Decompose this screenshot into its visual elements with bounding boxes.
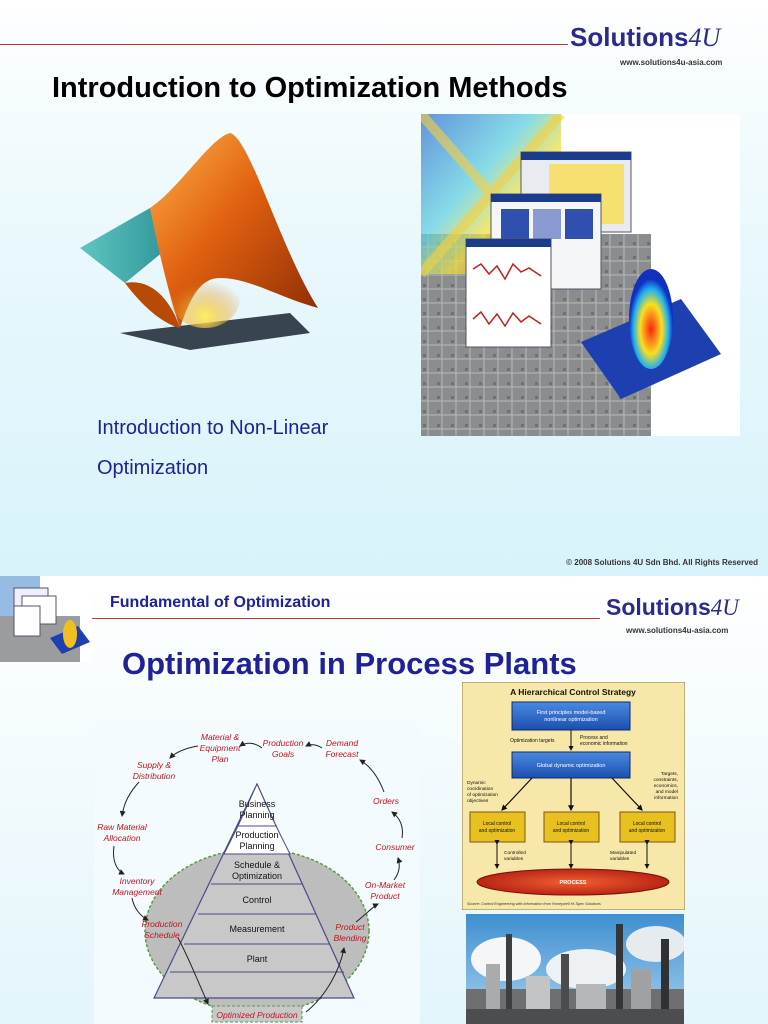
process-label: PROCESS xyxy=(560,880,587,886)
logo-brand: Solutions xyxy=(570,22,689,52)
subtitle-line-1: Introduction to Non-Linear xyxy=(97,417,329,439)
header-rule xyxy=(92,618,600,619)
logo-url: www.solutions4u-asia.com xyxy=(626,626,729,635)
hierarchical-control-strategy-figure: A Hierarchical Control Strategy First pr… xyxy=(462,682,685,910)
pyramid-level-measurement: Measurement xyxy=(229,924,285,934)
refinery-photo xyxy=(466,914,684,1024)
cycle-item-supply-distribution: Supply &Distribution xyxy=(133,760,176,781)
company-logo: Solutions4U xyxy=(606,594,739,621)
cycle-item-consumer: Consumer xyxy=(375,842,415,852)
logo-suffix: 4U xyxy=(688,23,721,52)
cycle-item-orders: Orders xyxy=(373,796,400,806)
copyright-notice: © 2008 Solutions 4U Sdn Bhd. All Rights … xyxy=(566,558,758,567)
pyramid-level-control: Control xyxy=(242,895,271,905)
company-logo: Solutions4U xyxy=(570,22,720,53)
figure-title: A Hierarchical Control Strategy xyxy=(510,687,636,697)
matlab-surface-logo xyxy=(80,133,318,350)
optimization-targets-label: Optimization targets xyxy=(510,738,555,744)
pyramid-level-plant: Plant xyxy=(247,954,268,964)
section-label: Fundamental of Optimization xyxy=(110,594,331,611)
optimization-collage-image xyxy=(421,114,740,436)
figure-source: Source: Control Engineering with informa… xyxy=(467,902,601,906)
slide-title: Optimization in Process Plants xyxy=(122,646,577,681)
cycle-item-optimized-production: Optimized Production xyxy=(216,1010,298,1020)
subtitle-line-2: Optimization xyxy=(97,457,209,479)
logo-suffix: 4U xyxy=(710,595,739,620)
global-box-label: Global dynamic optimization xyxy=(537,763,606,769)
slide-title: Introduction to Optimization Methods xyxy=(52,72,568,104)
slide-subtitle: Introduction to Non-Linear Optimization xyxy=(97,408,437,488)
slide-process-plants: Fundamental of Optimization Solutions4U … xyxy=(0,576,768,1024)
slide-intro: Solutions4U www.solutions4u-asia.com Int… xyxy=(0,0,768,576)
header-rule xyxy=(0,44,568,45)
corner-thumbnail-image xyxy=(0,576,92,662)
pyramid-level-schedule-optimization: Schedule &Optimization xyxy=(232,860,282,881)
logo-url: www.solutions4u-asia.com xyxy=(620,58,723,67)
logo-brand: Solutions xyxy=(606,594,711,620)
